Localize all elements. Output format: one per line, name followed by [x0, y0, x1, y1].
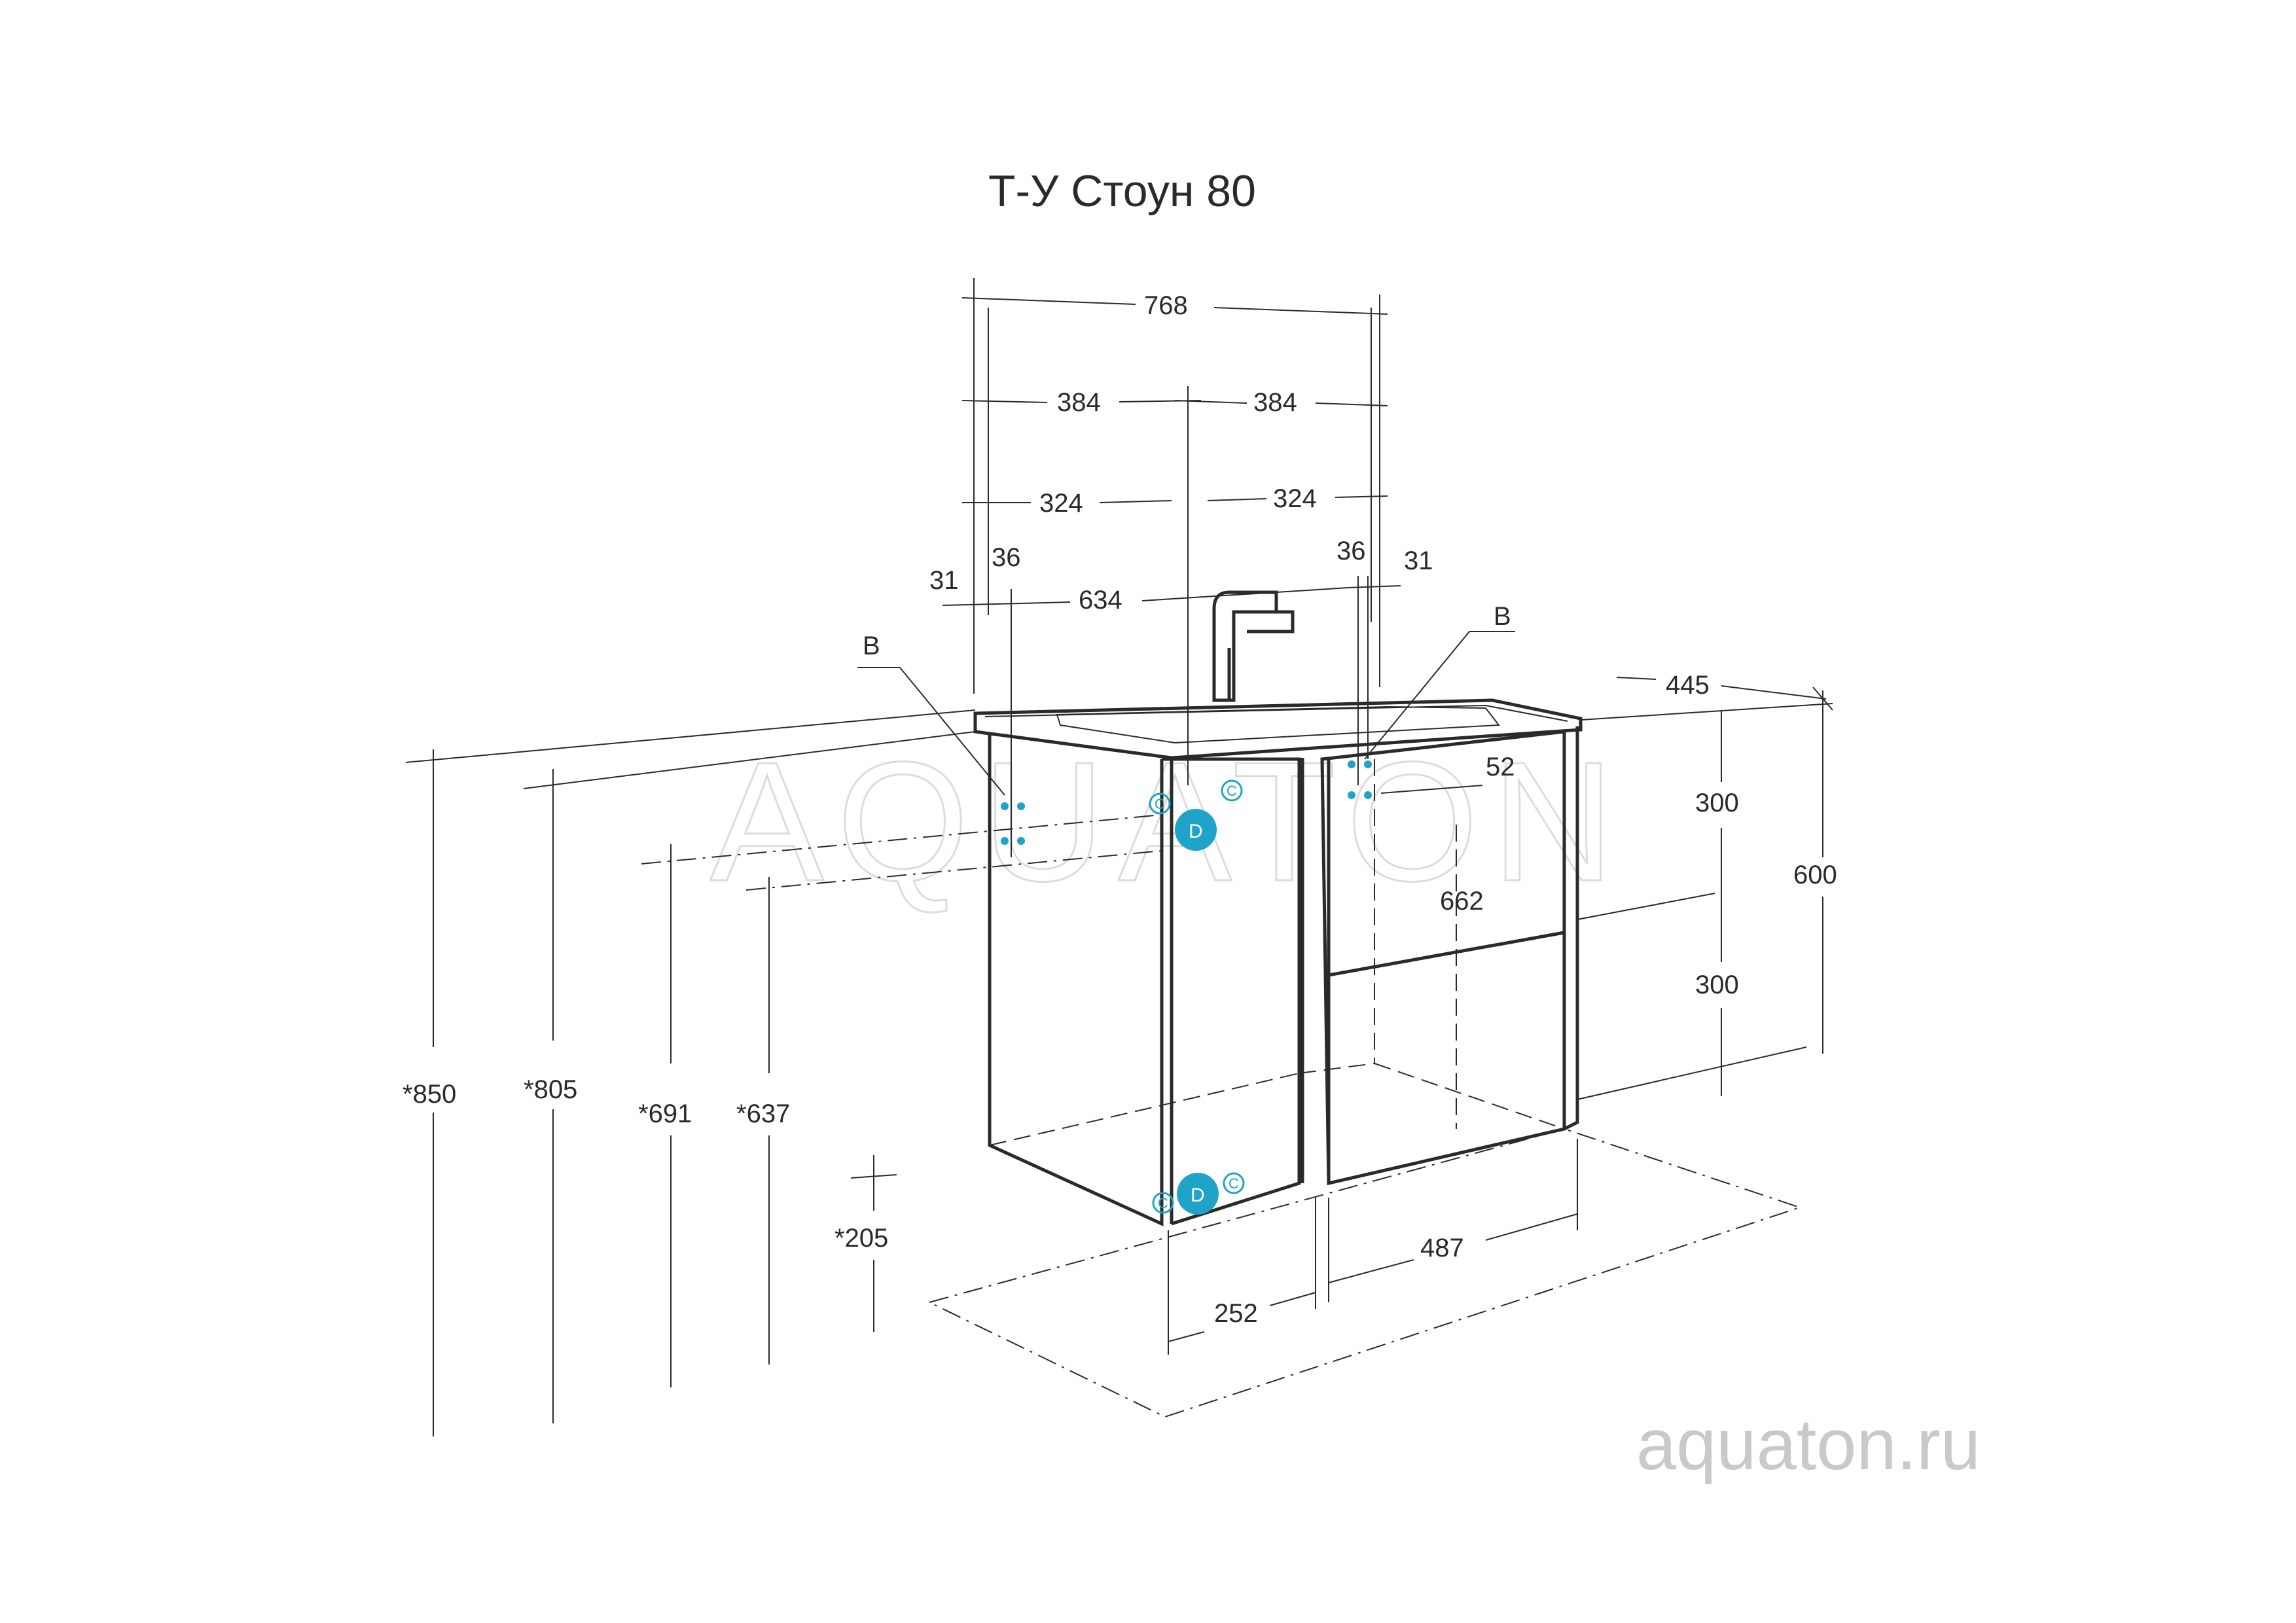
dim-691: *691 [638, 1099, 692, 1128]
depth-ext-line [1580, 703, 1833, 721]
floor-outline [927, 1128, 1803, 1418]
dim-634: 634 [1079, 586, 1122, 615]
dim-324-left: 324 [1039, 489, 1083, 518]
callout-b-left: B [863, 632, 880, 660]
drawer-split-ext [1577, 893, 1715, 920]
wall-line-805 [523, 731, 976, 789]
svg-text:C: C [1155, 796, 1165, 812]
svg-text:D: D [1189, 821, 1203, 842]
dim-205: *205 [834, 1224, 888, 1253]
dim-300-bottom: 300 [1695, 971, 1739, 999]
callout-b-left-leader [899, 667, 1005, 796]
svg-text:C: C [1229, 1175, 1239, 1192]
marker-c-bottom-left: C [1152, 1192, 1174, 1214]
dim-line-487-b [1485, 1213, 1578, 1241]
marker-c-top-right: C [1221, 779, 1243, 802]
dim-line-324-b [1099, 500, 1172, 503]
marker-d-top: D [1175, 809, 1217, 851]
marker-c-bottom-right: C [1223, 1172, 1245, 1194]
svg-text:C: C [1158, 1195, 1168, 1211]
dim-31-right: 31 [1404, 546, 1433, 575]
dim-768: 768 [1144, 291, 1188, 320]
dim-line-634-b [1141, 587, 1349, 601]
dim-36-left: 36 [992, 543, 1021, 572]
dim-805: *805 [524, 1075, 577, 1104]
wall-line-691 [641, 814, 1162, 865]
website-watermark: aquaton.ru [1636, 1404, 1981, 1485]
mounting-holes-right [1348, 760, 1372, 799]
dim-850: *850 [403, 1080, 456, 1109]
dim-252: 252 [1214, 1299, 1258, 1328]
dim-637: *637 [736, 1099, 790, 1128]
svg-text:C: C [1227, 783, 1237, 799]
dim-line-487-a [1328, 1259, 1414, 1283]
dim-line-324-c [1207, 498, 1267, 501]
callout-b-right: B [1494, 602, 1511, 631]
dim-line-324-d [1335, 495, 1388, 498]
dim-324-right: 324 [1273, 484, 1317, 513]
dim-line-384-c [1174, 400, 1247, 404]
dim-52: 52 [1486, 753, 1515, 781]
dim-line-384-a [961, 400, 1048, 403]
left-cabinet [988, 733, 1375, 1226]
marker-c-top-left: C [1149, 793, 1171, 815]
dim-line-384-d [1315, 402, 1388, 406]
dim-line-445-b [1721, 685, 1827, 700]
floor-ext-line [1577, 1046, 1807, 1100]
right-drawer-unit [1320, 726, 1579, 1186]
dim-31-left: 31 [929, 566, 959, 595]
svg-text:D: D [1191, 1185, 1205, 1206]
dim-line-768-b [1213, 307, 1388, 315]
dim-line-634-a [1020, 601, 1071, 604]
dim-line-445-a [1616, 677, 1657, 680]
dim-384-right: 384 [1253, 388, 1297, 417]
dim-line-252-a [1168, 1331, 1205, 1342]
dim-36-right: 36 [1336, 537, 1366, 565]
dim-line-768-a [961, 297, 1136, 305]
dim-662: 662 [1440, 887, 1484, 916]
dim-600: 600 [1793, 861, 1837, 889]
left-bottom-dashed [989, 1073, 1300, 1146]
dim-384-left: 384 [1057, 388, 1101, 417]
faucet-icon [1212, 590, 1295, 702]
callout-b-right-leader [1364, 631, 1470, 760]
dim-line-31-left [942, 603, 1022, 606]
drawing-title: Т-У Стоун 80 [988, 166, 1256, 216]
dim-line-52 [1380, 785, 1483, 794]
mounting-holes-left [1001, 802, 1025, 845]
dim-line-252-b [1269, 1292, 1316, 1306]
dim-445: 445 [1666, 671, 1710, 700]
marker-d-bottom: D [1177, 1173, 1219, 1215]
dim-487: 487 [1420, 1234, 1464, 1262]
dim-line-31-right [1348, 585, 1401, 588]
dim-300-top: 300 [1695, 789, 1739, 817]
wall-line-top [405, 709, 976, 763]
